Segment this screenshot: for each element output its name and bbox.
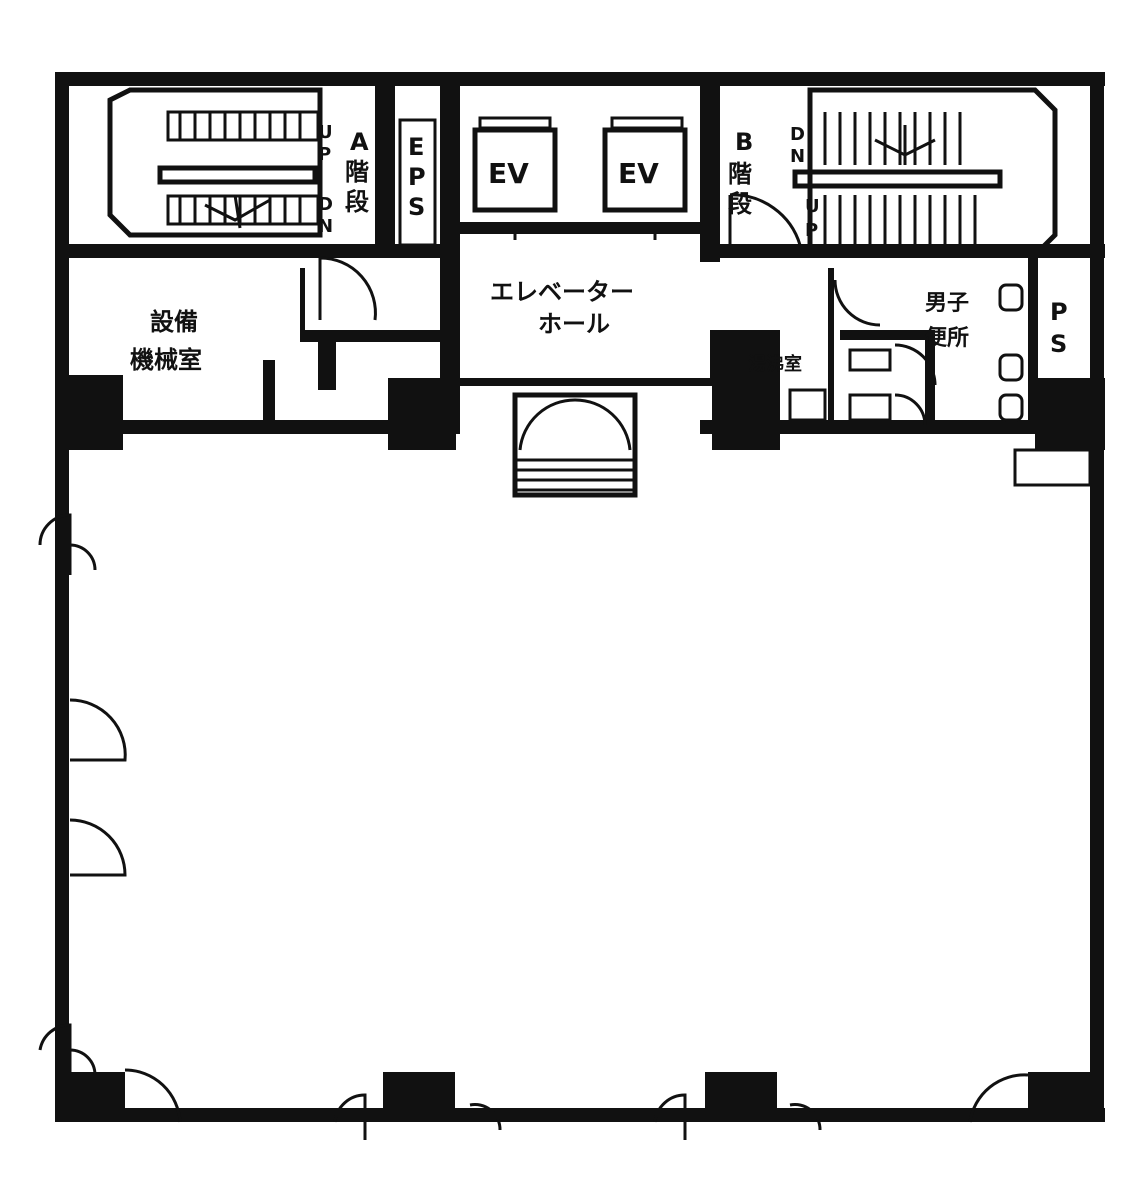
stair-a-kanji-1: 階	[345, 158, 369, 186]
ps-letter-1: P	[1050, 298, 1068, 326]
eps-label-group: E P S	[408, 133, 426, 221]
eps-room	[398, 118, 437, 247]
stair-b-up-1: U	[805, 196, 820, 217]
toilet-fixtures	[788, 279, 1024, 426]
ps-label-group: P S	[1050, 298, 1068, 358]
outer-walls	[55, 72, 1105, 1122]
stair-a-up-2: P	[318, 144, 331, 165]
pantry-label: 湯沸室	[748, 353, 802, 375]
mens-toilet-label-2: 便所	[925, 326, 969, 351]
stair-a-name: A	[350, 128, 369, 156]
elevator-hall-label-1: エレベーター	[490, 278, 634, 306]
mens-toilet-label-1: 男子	[925, 291, 969, 316]
stair-a-dn-1: D	[318, 194, 333, 215]
corner-box	[1013, 448, 1092, 487]
stair-b-up-2: P	[805, 220, 818, 241]
core-walls	[55, 72, 1105, 434]
stair-a-label-group: A 階 段 U P D N	[318, 122, 369, 237]
stair-b-kanji-2: 段	[728, 190, 752, 218]
ev1-label: EV	[488, 157, 529, 190]
columns	[55, 375, 1105, 1122]
elevator-1	[472, 116, 558, 240]
stair-b-dn-2: N	[790, 146, 805, 167]
ev2-label: EV	[618, 157, 659, 190]
exterior-doors	[38, 513, 1029, 1140]
elevator-2	[602, 116, 688, 240]
stair-a	[107, 87, 377, 321]
eps-letter-3: S	[408, 193, 425, 221]
stair-b-label-group: B 階 段 D N U P	[728, 124, 820, 241]
stair-a-kanji-2: 段	[345, 188, 369, 216]
stair-b	[728, 87, 1058, 258]
eps-letter-2: P	[408, 163, 426, 191]
stair-a-dn-2: N	[318, 216, 333, 237]
ps-letter-2: S	[1050, 330, 1067, 358]
entrance-stairs	[512, 392, 638, 498]
stair-b-name: B	[735, 128, 753, 156]
machine-room-label-1: 設備	[150, 308, 198, 336]
stair-a-up-1: U	[318, 122, 333, 143]
elevator-hall-label-2: ホール	[538, 310, 610, 338]
eps-letter-1: E	[408, 133, 424, 161]
stair-b-dn-1: D	[790, 124, 805, 145]
machine-room-label-2: 機械室	[130, 346, 202, 374]
stair-b-kanji-1: 階	[728, 160, 752, 188]
